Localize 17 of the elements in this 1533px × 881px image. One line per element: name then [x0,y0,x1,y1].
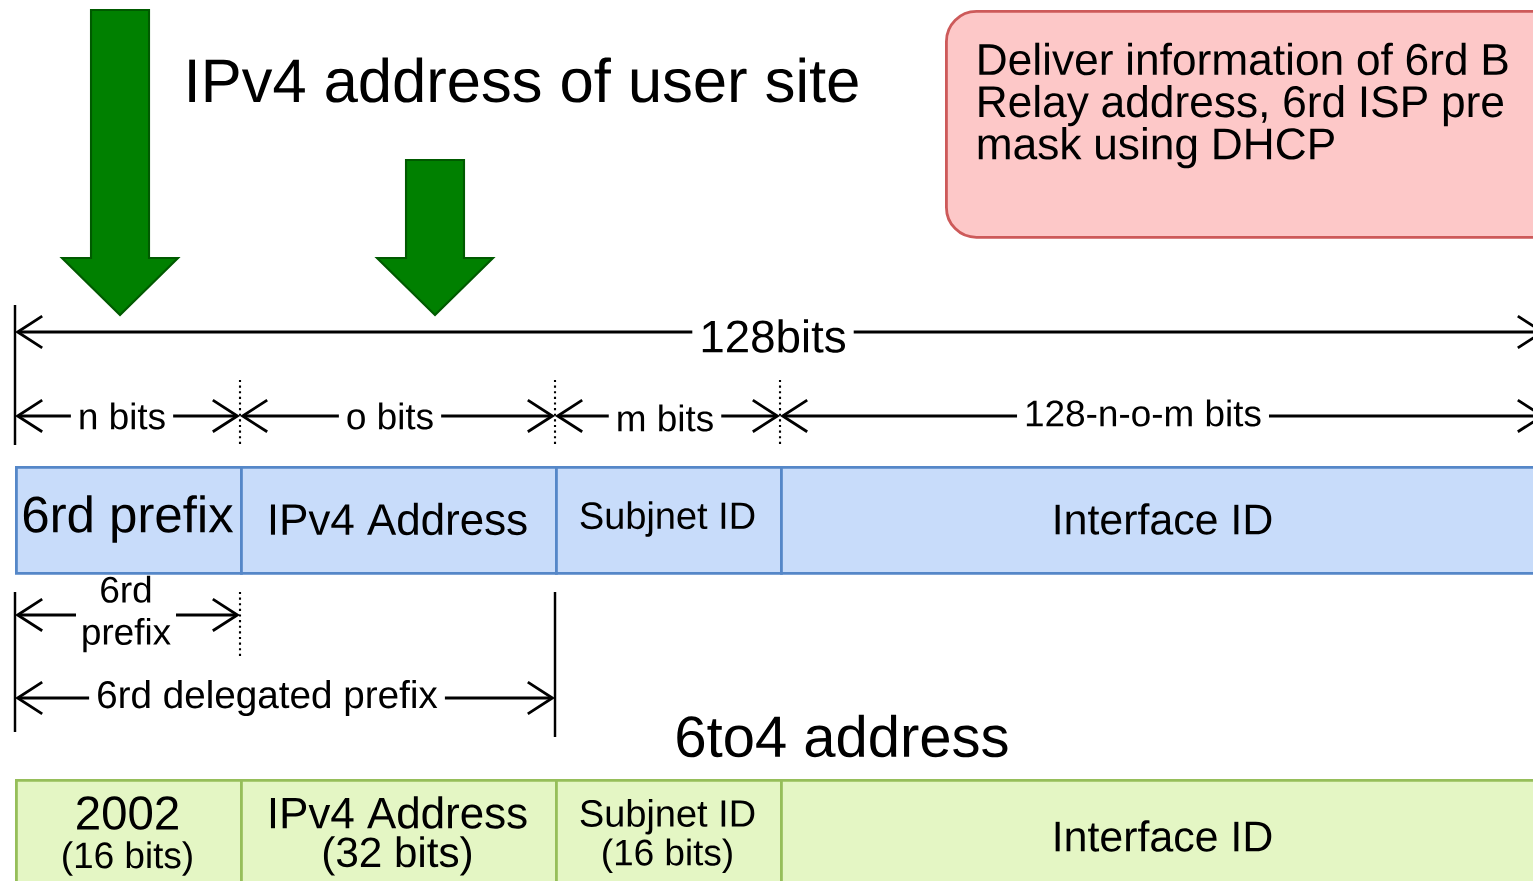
field-cell: Subjnet ID (16 bits) [555,779,783,881]
field-cell: 6rd prefix [15,466,243,575]
dimension-label: 6rd prefix [76,575,176,653]
dimension-label: o bits [338,395,442,437]
heading: 6to4 address [667,707,1017,765]
field-cell: IPv4 Address (32 bits) [240,779,558,881]
dimension-label: n bits [70,395,174,437]
field-cell: IPv4 Address [240,466,558,575]
title: IPv4 address of user site [176,50,868,110]
dimension-label: 128bits [692,312,854,360]
node-label: Deliver information of 6rd B Relay address, 6rd ISP pre mask using DHCP [978,42,1508,169]
field-cell: Subjnet ID [555,466,783,575]
field-cell: 2002 (16 bits) [15,779,243,881]
dimension-label: m bits [608,397,722,439]
dimension-label: 128-n-o-m bits [1017,392,1269,434]
dimension-label: 6rd delegated prefix [89,672,445,724]
callout-box [945,10,1533,239]
